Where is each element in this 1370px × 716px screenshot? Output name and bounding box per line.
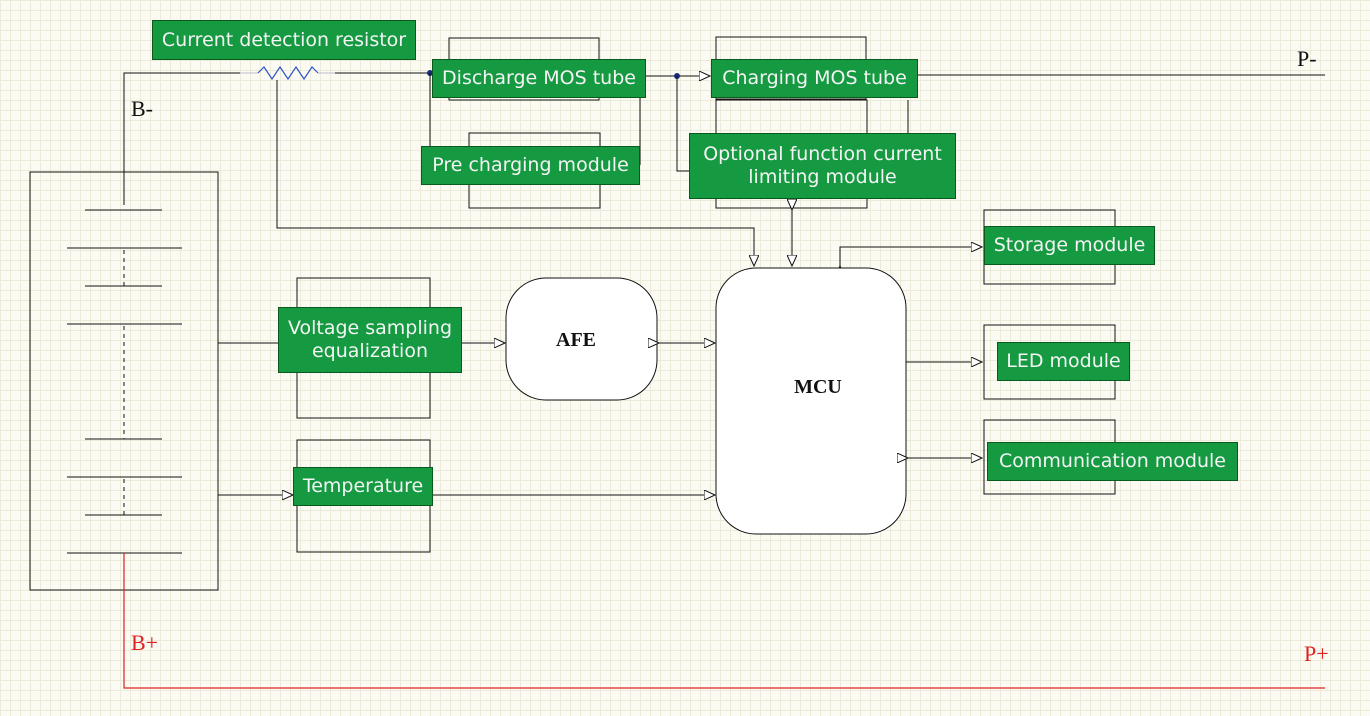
- communication-module-label: Communication module: [987, 442, 1238, 481]
- afe-label: AFE: [556, 329, 596, 351]
- charging-mos-tube-label: Charging MOS tube: [711, 59, 918, 98]
- discharge-mos-tube-label: Discharge MOS tube: [432, 59, 646, 98]
- terminal-p-plus: P+: [1304, 641, 1329, 666]
- pre-charging-module-label: Pre charging module: [421, 146, 640, 185]
- mcu-storage-wire: [840, 247, 982, 266]
- resistor-zigzag: [257, 65, 319, 81]
- temperature-label: Temperature: [293, 467, 433, 506]
- battery-pack-outline: [29, 171, 219, 591]
- optional-current-limiting-label: Optional function current limiting modul…: [689, 133, 956, 199]
- current-detection-resistor-label: Current detection resistor: [152, 20, 416, 60]
- terminal-b-minus: B-: [131, 96, 153, 121]
- led-module-label: LED module: [997, 342, 1130, 381]
- storage-module-label: Storage module: [984, 226, 1155, 265]
- terminal-p-minus: P-: [1297, 46, 1317, 71]
- mcu-label: MCU: [794, 376, 842, 398]
- b-plus-wire: [123, 553, 1325, 689]
- junction-to-current-limit-wire: [676, 76, 689, 172]
- voltage-sampling-label: Voltage sampling equalization: [278, 307, 462, 373]
- terminal-b-plus: B+: [131, 630, 159, 655]
- mcu-box: [715, 267, 907, 535]
- b-minus-wire: [123, 72, 240, 205]
- sense-wire-to-mcu: [276, 80, 754, 266]
